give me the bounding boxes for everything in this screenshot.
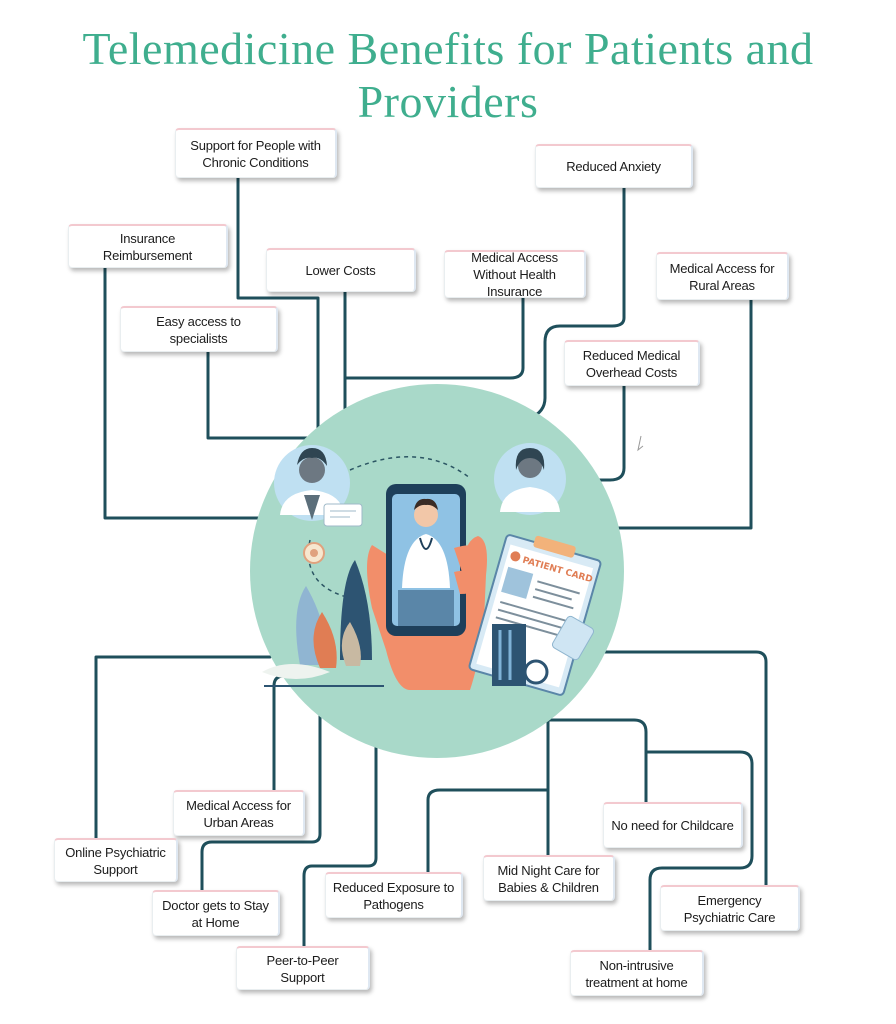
connector-specialists (206, 350, 322, 440)
connector-without-insurance (343, 296, 525, 380)
connector-overhead (573, 384, 626, 482)
benefit-rural: Medical Access for Rural Areas (656, 252, 789, 300)
benefit-peer: Peer-to-Peer Support (236, 946, 370, 990)
benefit-psychiatric: Online Psychiatric Support (54, 838, 178, 882)
chat-bubble-icon (323, 503, 363, 527)
hand-holding-phone (367, 484, 487, 690)
benefit-insurance-reimbursement: Insurance Reimbursement (68, 224, 228, 268)
benefit-overhead: Reduced Medical Overhead Costs (564, 340, 700, 386)
benefit-anxiety: Reduced Anxiety (535, 144, 693, 188)
connector-insurance (103, 266, 302, 520)
benefit-chronic: Support for People with Chronic Conditio… (175, 128, 337, 178)
connector-emergency (578, 650, 768, 887)
connection-dashed-line (349, 456, 471, 479)
connector-childcare (546, 718, 648, 804)
small-tick-mark (637, 435, 644, 452)
benefit-specialists: Easy access to specialists (120, 306, 278, 352)
connector-pathogens (426, 788, 550, 874)
benefit-childcare: No need for Childcare (603, 802, 743, 848)
benefit-non-intrusive: Non-intrusive treatment at home (570, 950, 704, 996)
benefit-lower-costs: Lower Costs (266, 248, 416, 292)
connector-stay-home (200, 692, 322, 892)
benefit-urban: Medical Access for Urban Areas (173, 790, 305, 836)
page-title: Telemedicine Benefits for Patients and P… (82, 23, 814, 127)
benefit-midnight: Mid Night Care for Babies & Children (483, 855, 615, 901)
connector-peer (302, 692, 378, 960)
benefit-emergency: Emergency Psychiatric Care (660, 885, 800, 931)
benefit-stay-home: Doctor gets to Stay at Home (152, 890, 280, 936)
stethoscope-icon (303, 542, 325, 564)
doctor-avatar-right (494, 443, 566, 515)
connector-chronic (236, 176, 320, 454)
plants (262, 560, 372, 679)
patient-card: PATIENT CARD (468, 534, 602, 696)
connector-psychiatric (94, 655, 272, 840)
benefit-without-insurance: Medical Access Without Health Insurance (444, 250, 586, 299)
connector-non-intrusive (644, 750, 754, 952)
benefit-pathogens: Reduced Exposure to Pathogens (325, 872, 463, 918)
